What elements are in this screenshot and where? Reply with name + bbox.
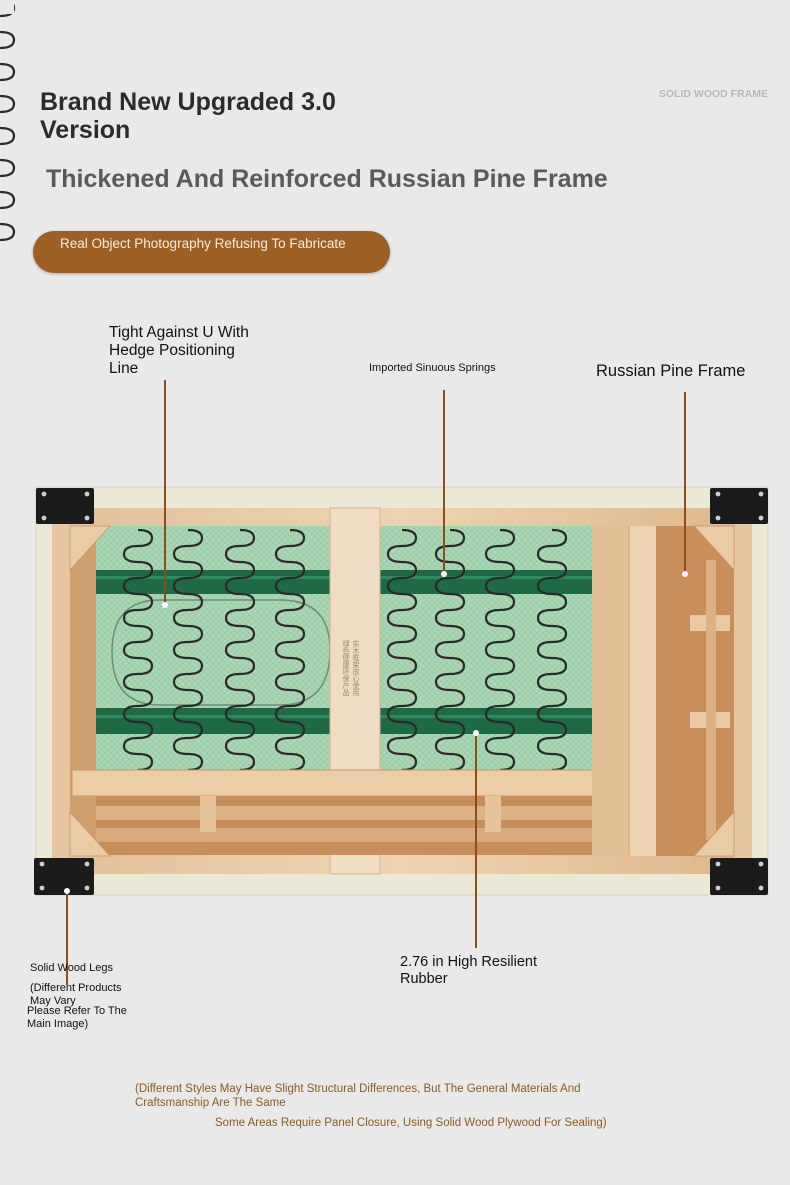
bottom-rail: [52, 855, 752, 874]
arm-post-right: [630, 526, 656, 856]
authenticity-badge-label: Real Object Photography Refusing To Fabr…: [60, 236, 346, 251]
top-rail: [52, 508, 752, 526]
left-rail: [52, 508, 70, 874]
right-rail: [734, 508, 752, 874]
callout-legs-note-2: Please Refer To The Main Image): [27, 1005, 127, 1030]
callout-legs-note-1: (Different Products May Vary: [30, 982, 122, 1007]
corner-tag: SOLID WOOD FRAME: [658, 88, 768, 100]
callout-springs: Imported Sinuous Springs: [369, 362, 496, 374]
note-structural-differences: (Different Styles May Have Slight Struct…: [135, 1083, 581, 1109]
strap-top-left: [96, 570, 330, 594]
left-inner-rail: [70, 526, 96, 856]
arm-cavity: [656, 526, 734, 856]
leader-dots: [64, 571, 688, 894]
callout-legs-title: Solid Wood Legs: [30, 962, 113, 974]
callout-pine-frame: Russian Pine Frame: [596, 362, 746, 380]
lower-cavity: [96, 796, 592, 855]
authenticity-badge: Real Object Photography Refusing To Fabr…: [33, 231, 390, 273]
positioning-line: [111, 599, 331, 706]
arm-post-left: [592, 526, 628, 856]
callout-rubber: 2.76 in High Resilient Rubber: [400, 954, 538, 987]
corner-brackets: [34, 488, 768, 895]
page-title: Brand New Upgraded 3.0 Version: [40, 88, 336, 144]
corner-braces: [69, 525, 735, 857]
svg-text:实木框架放心使用: 实木框架放心使用: [352, 639, 360, 697]
callout-positioning-line: Tight Against U With Hedge Positioning L…: [109, 324, 249, 377]
board-stamp: 绿色健康环保产品 实木框架放心使用: [342, 639, 360, 697]
svg-text:绿色健康环保产品: 绿色健康环保产品: [342, 639, 350, 697]
lower-crossbeam: [71, 769, 609, 797]
leader-lines: [66, 380, 686, 985]
page-subtitle: Thickened And Reinforced Russian Pine Fr…: [46, 165, 608, 193]
note-panel-closure: Some Areas Require Panel Closure, Using …: [215, 1117, 607, 1129]
sinuous-springs: [0, 0, 568, 772]
